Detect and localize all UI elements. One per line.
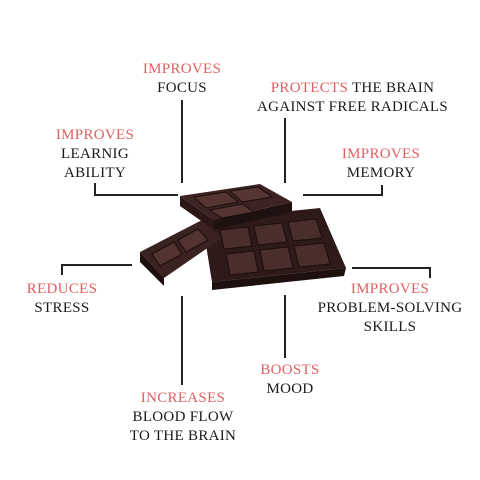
benefit-mood-text: MOOD bbox=[266, 381, 314, 397]
benefit-memory: IMPROVES MEMORY bbox=[325, 145, 437, 183]
chocolate-large-bar bbox=[202, 208, 346, 290]
benefit-blood-verb: INCREASES bbox=[140, 390, 226, 406]
chocolate-bar-image bbox=[140, 184, 346, 290]
benefit-stress-verb: REDUCES bbox=[26, 281, 98, 297]
line-problem bbox=[352, 267, 431, 278]
benefit-learning-text2: ABILITY bbox=[63, 165, 127, 181]
line-learning bbox=[94, 183, 178, 196]
benefit-focus: IMPROVES FOCUS bbox=[122, 60, 242, 98]
benefit-focus-verb: IMPROVES bbox=[142, 61, 222, 77]
benefit-stress: REDUCES STRESS bbox=[12, 280, 112, 318]
benefit-brain-rest: THE BRAIN bbox=[348, 80, 435, 96]
benefit-stress-text: STRESS bbox=[34, 300, 90, 316]
benefit-brain-text2: AGAINST FREE RADICALS bbox=[256, 99, 449, 115]
chocolate-top-piece bbox=[180, 184, 292, 230]
benefit-learning-text: LEARNIG bbox=[61, 146, 129, 162]
benefit-learning-verb: IMPROVES bbox=[55, 127, 135, 143]
benefit-brain: PROTECTS THE BRAIN AGAINST FREE RADICALS bbox=[240, 79, 465, 117]
benefit-brain-verb: PROTECTS bbox=[270, 80, 349, 96]
benefit-problem-text2: SKILLS bbox=[363, 319, 417, 335]
line-memory bbox=[303, 185, 383, 196]
benefit-blood-text: BLOOD FLOW bbox=[132, 409, 234, 425]
benefit-blood-text2: TO THE BRAIN bbox=[129, 428, 237, 444]
benefit-memory-text: MEMORY bbox=[346, 165, 416, 181]
chocolate-small-piece bbox=[140, 220, 222, 286]
benefit-focus-text: FOCUS bbox=[157, 80, 207, 96]
benefit-blood: INCREASES BLOOD FLOW TO THE BRAIN bbox=[113, 389, 253, 446]
benefit-memory-verb: IMPROVES bbox=[341, 146, 421, 162]
line-stress bbox=[61, 264, 132, 275]
benefit-problem-text: PROBLEM-SOLVING bbox=[317, 300, 463, 316]
benefit-learning: IMPROVES LEARNIG ABILITY bbox=[45, 126, 145, 183]
benefit-mood: BOOSTS MOOD bbox=[240, 361, 340, 399]
benefit-mood-verb: BOOSTS bbox=[260, 362, 320, 378]
benefit-problem: IMPROVES PROBLEM-SOLVING SKILLS bbox=[300, 280, 480, 337]
benefit-problem-verb: IMPROVES bbox=[350, 281, 430, 297]
